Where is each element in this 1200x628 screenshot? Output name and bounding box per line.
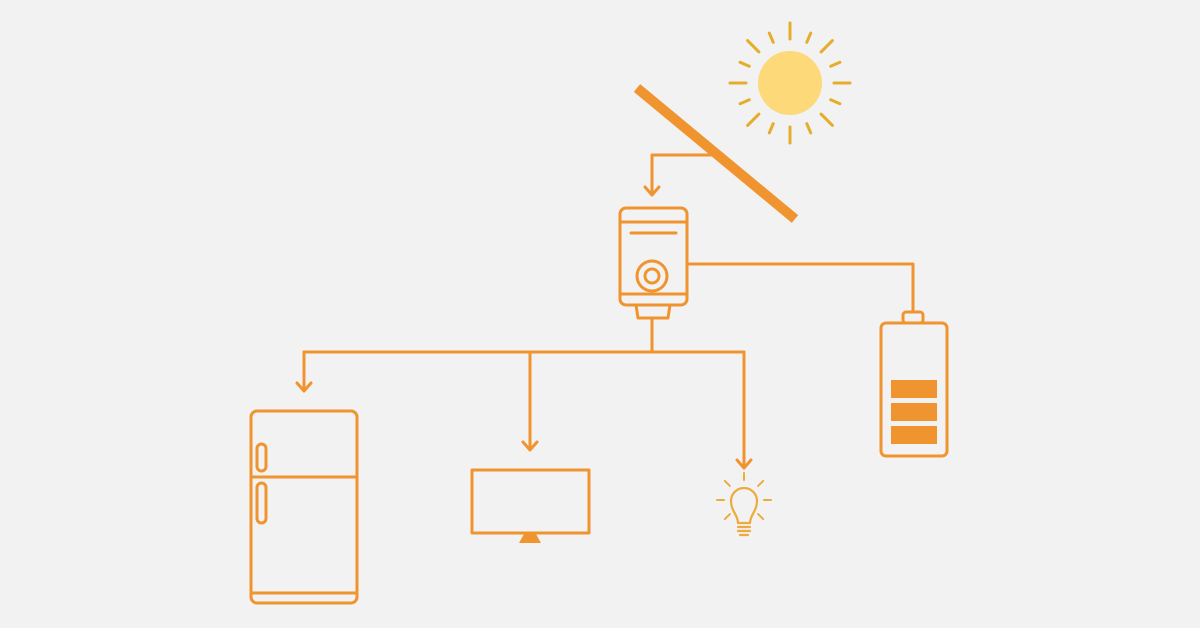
battery-charge-bars — [891, 380, 937, 444]
battery-charge-bar — [891, 380, 937, 398]
sun-ray — [829, 60, 842, 68]
bulb-glass — [729, 486, 759, 525]
refrigerator-fridge-handle — [255, 481, 268, 525]
inverter-dial-inner — [643, 267, 661, 285]
sun-ray — [819, 112, 834, 127]
inverter-base — [634, 303, 672, 320]
sun-ray — [738, 98, 751, 106]
battery-icon — [879, 310, 949, 458]
sun-ray — [746, 39, 761, 54]
sun-ray — [829, 98, 842, 106]
sun-ray — [746, 112, 761, 127]
sun-ray — [767, 31, 775, 44]
monitor-stand — [519, 534, 541, 543]
battery-charge-bar — [891, 426, 937, 444]
arrow-head-inverter — [643, 185, 661, 197]
connection-inverter-to-battery — [685, 262, 915, 314]
battery-body — [879, 321, 949, 458]
sun-rays — [728, 21, 852, 145]
inverter-body — [618, 206, 689, 307]
bulb-ray — [757, 479, 765, 487]
battery-charge-bar — [891, 403, 937, 421]
bulb-rays — [716, 472, 772, 521]
sun-icon — [728, 21, 852, 145]
monitor-screen — [470, 468, 591, 535]
connections — [295, 153, 915, 470]
bulb-ray — [723, 513, 731, 521]
sun-ray — [767, 122, 775, 135]
sun-ray — [805, 122, 813, 135]
inverter-icon — [618, 206, 689, 320]
arrow-head-light-bulb — [735, 458, 753, 470]
arrow-head-monitor — [521, 440, 539, 452]
bulb-ray — [757, 513, 765, 521]
sun-core — [758, 51, 822, 115]
refrigerator-icon — [249, 409, 359, 605]
bulb-ray — [723, 479, 731, 487]
inverter-dial-outer — [635, 259, 669, 293]
sun-ray — [738, 60, 751, 68]
monitor-icon — [470, 468, 591, 543]
connection-panel-to-inverter — [650, 153, 714, 196]
refrigerator-freezer-handle — [255, 442, 268, 473]
light-bulb-icon — [716, 472, 772, 537]
solar-panel-icon — [633, 84, 799, 223]
refrigerator-body — [249, 409, 359, 605]
sun-ray — [805, 31, 813, 44]
arrow-head-refrigerator — [295, 381, 313, 393]
sun-ray — [819, 39, 834, 54]
